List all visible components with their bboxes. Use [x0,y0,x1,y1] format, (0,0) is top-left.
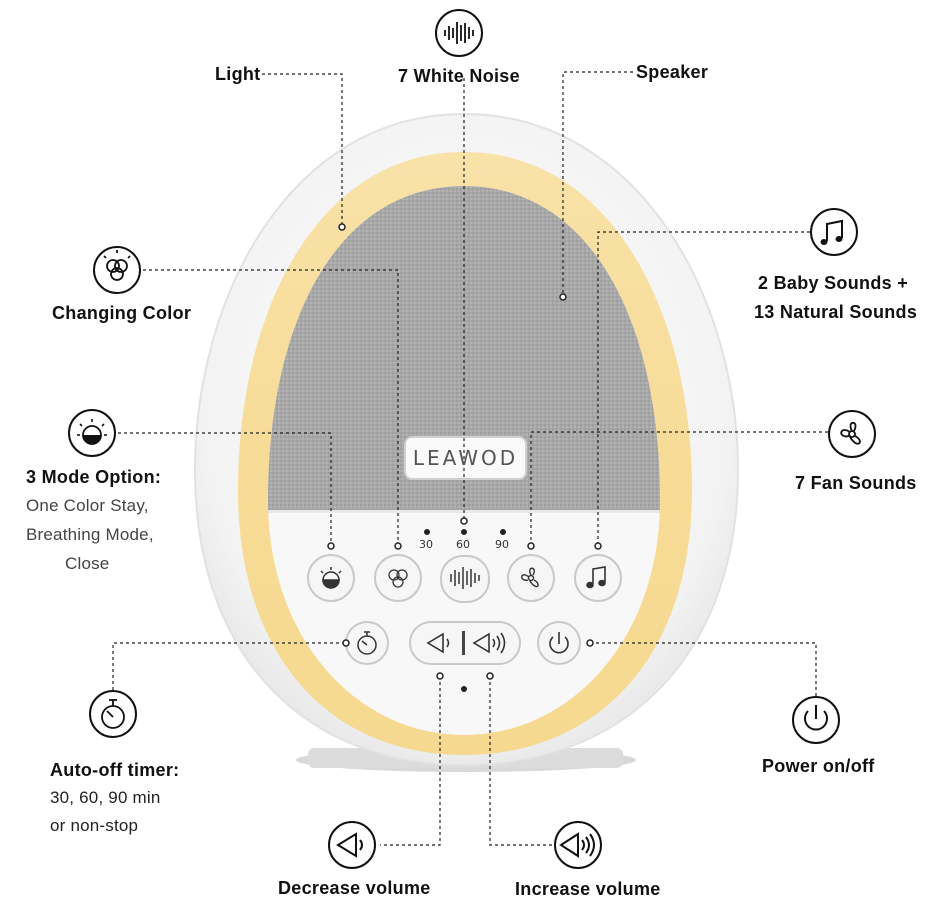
white-noise-badge [435,9,483,57]
label-mode-line-3: Close [65,554,110,573]
decrease-volume-badge [328,821,376,869]
button-fan [507,554,555,602]
button-timer [345,621,389,665]
label-increase-volume: Increase volume [515,879,661,899]
fan-sounds-badge [828,410,876,458]
label-auto-off-timer: Auto-off timer: [50,760,180,780]
fan-icon [521,567,539,588]
timer-mark-60: 60 [456,538,470,551]
logo-plate [404,436,527,480]
baby-sounds-badge [810,208,858,256]
half-light-bulb-icon [320,567,342,589]
color-circles-icon [388,569,408,588]
label-baby-sounds-1: 2 Baby Sounds + [758,273,909,293]
label-mode-line-2: Breathing Mode, [26,525,154,544]
volume-up-icon [472,632,506,654]
timer-mark-90: 90 [495,538,509,551]
label-fan-sounds: 7 Fan Sounds [795,473,917,493]
stopwatch-icon [357,631,377,655]
power-icon [549,632,569,654]
label-light: Light [215,64,261,84]
increase-volume-badge [554,821,602,869]
label-decrease-volume: Decrease volume [278,878,431,898]
callout-dots [327,223,602,680]
label-power: Power on/off [762,756,875,776]
callout-lines [112,71,828,846]
label-speaker: Speaker [636,62,709,82]
power-badge [792,696,840,744]
label-auto-off-line-2: or non-stop [50,816,139,835]
auto-off-timer-badge [89,690,137,738]
button-music [574,554,622,602]
music-note-icon [586,566,606,589]
label-baby-sounds-2: 13 Natural Sounds [754,302,918,322]
button-white-noise [440,555,490,603]
volume-down-icon [426,632,450,654]
changing-color-badge [93,246,141,294]
soundwave-icon [450,567,480,589]
timer-mark-30: 30 [419,538,433,551]
mode-option-badge [68,409,116,457]
label-white-noise: 7 White Noise [398,66,520,86]
brand-logo: LEAWOD [412,446,519,470]
label-changing-color: Changing Color [52,303,192,323]
label-auto-off-line-1: 30, 60, 90 min [50,788,161,807]
label-mode-line-1: One Color Stay, [26,496,149,515]
label-mode-option: 3 Mode Option: [26,467,162,487]
button-mode [307,554,355,602]
